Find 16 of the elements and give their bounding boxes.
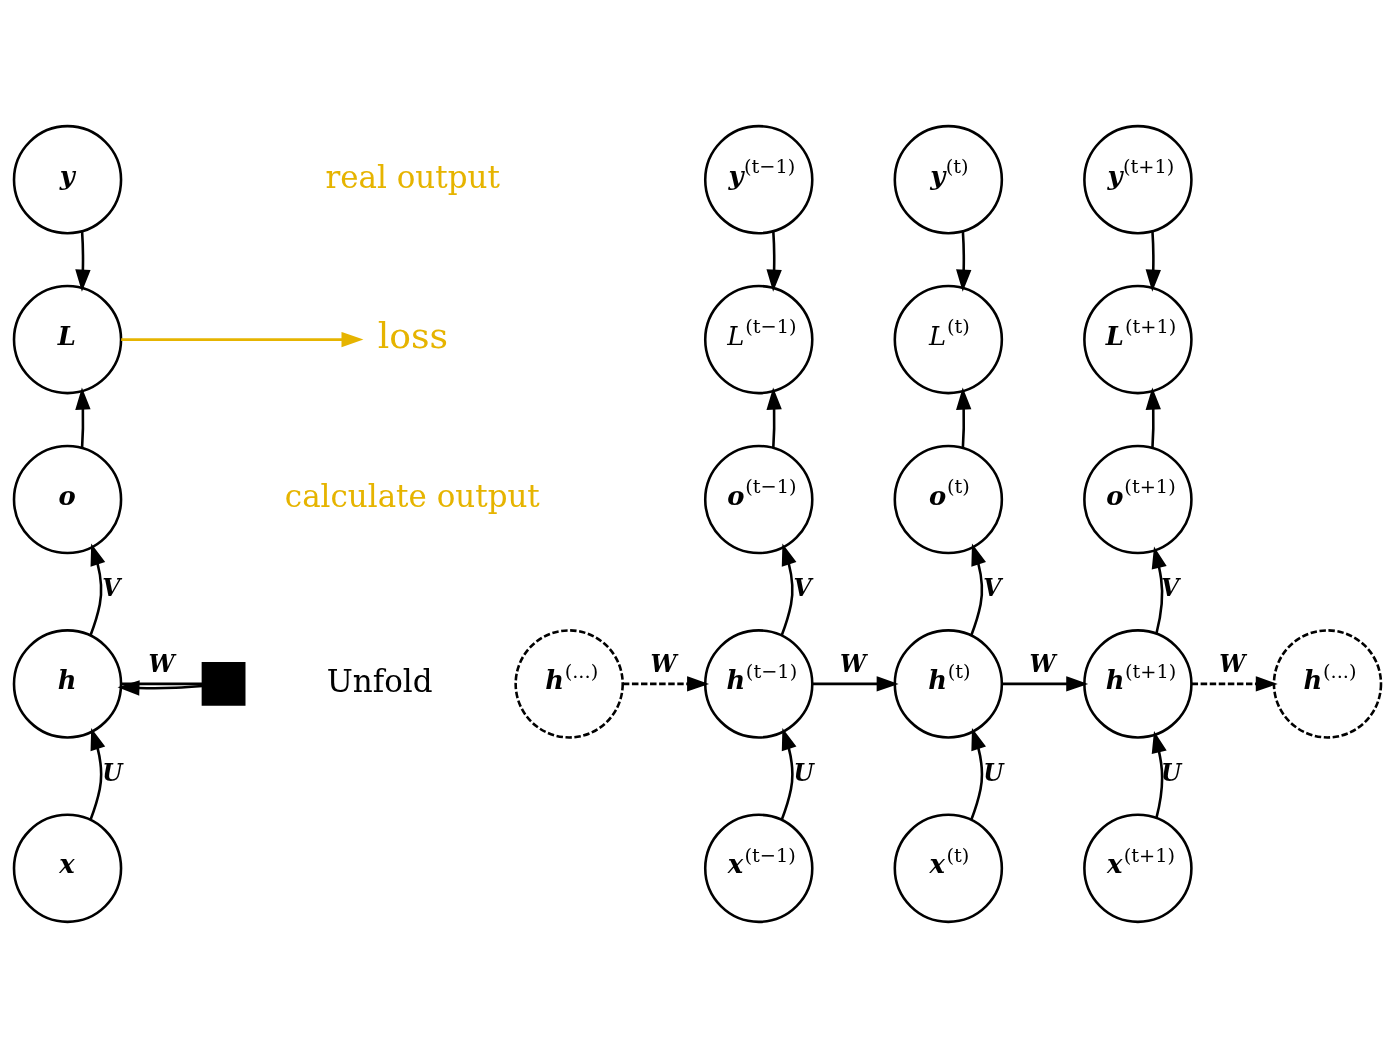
- node-text: loss: [377, 313, 449, 357]
- label: Unfold: [326, 662, 433, 699]
- edge-label: U: [793, 758, 814, 785]
- label: real output: [325, 158, 500, 195]
- edge-label: W: [1029, 649, 1056, 677]
- edge-label: V: [983, 573, 1002, 601]
- edge-label: W: [840, 649, 867, 677]
- edge-label: V: [793, 573, 812, 601]
- edge-label: U: [1161, 758, 1182, 785]
- edge-label: W: [1219, 649, 1246, 677]
- edge-label: U: [102, 758, 123, 785]
- edge-label: U: [983, 758, 1004, 785]
- label: calculate output: [284, 477, 540, 514]
- edge-label: W: [148, 649, 175, 677]
- edge-label: W: [650, 649, 677, 677]
- edge-label: V: [102, 573, 121, 601]
